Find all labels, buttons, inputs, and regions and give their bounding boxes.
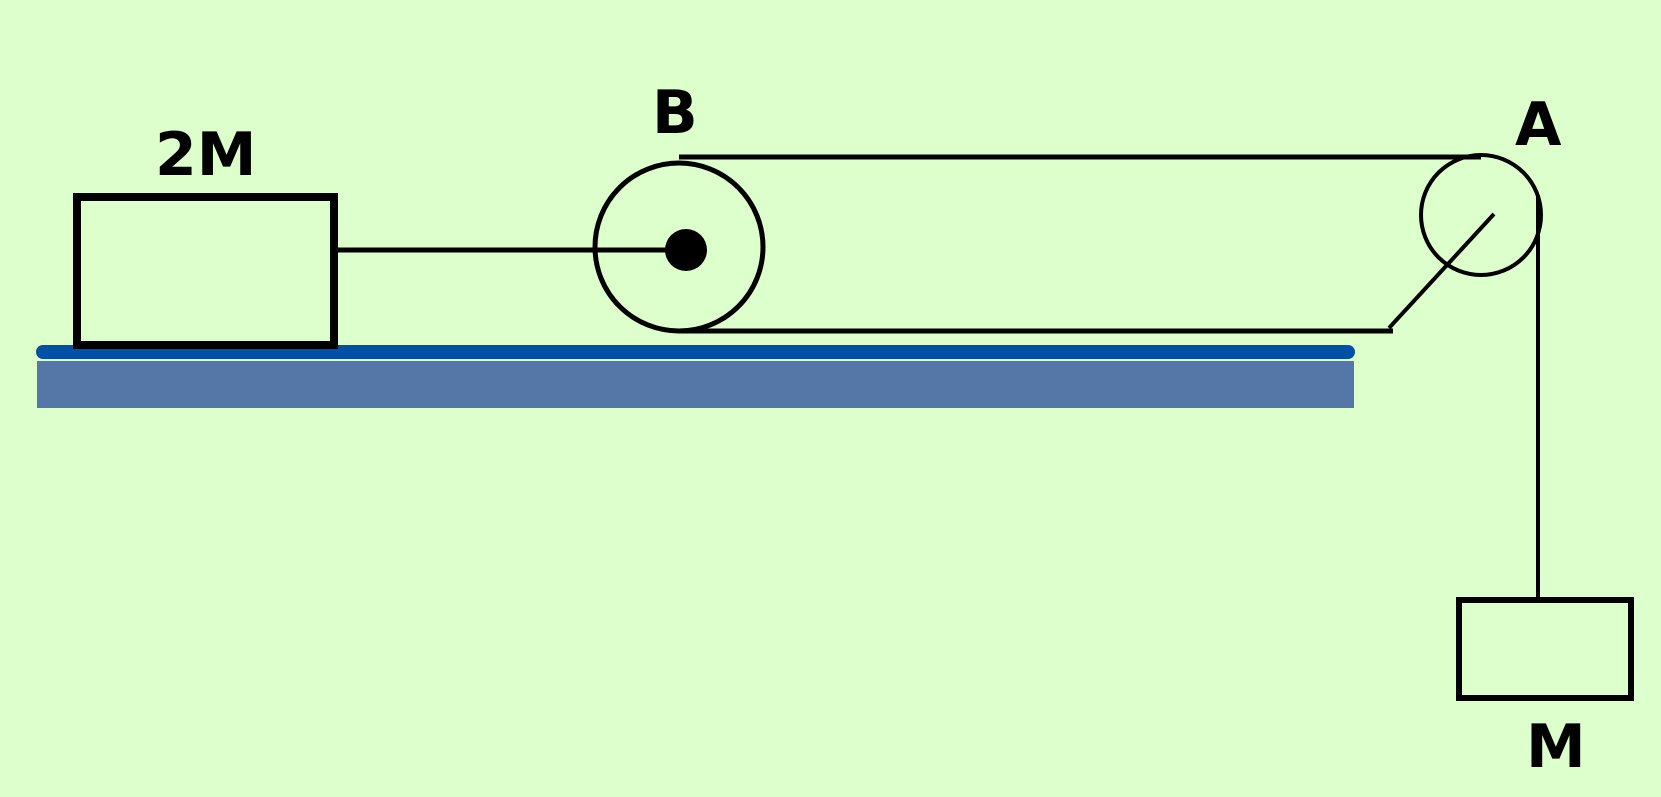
pulley-a-support-rod xyxy=(1387,212,1496,330)
pulley-b-axle xyxy=(665,229,707,271)
label-m: M xyxy=(1526,712,1586,782)
table-body xyxy=(37,361,1354,408)
label-a: A xyxy=(1515,90,1562,160)
label-2m: 2M xyxy=(155,120,256,190)
pulley-a xyxy=(1419,153,1543,277)
label-b: B xyxy=(652,78,698,148)
block-2m xyxy=(73,193,338,349)
block-m xyxy=(1456,597,1634,701)
